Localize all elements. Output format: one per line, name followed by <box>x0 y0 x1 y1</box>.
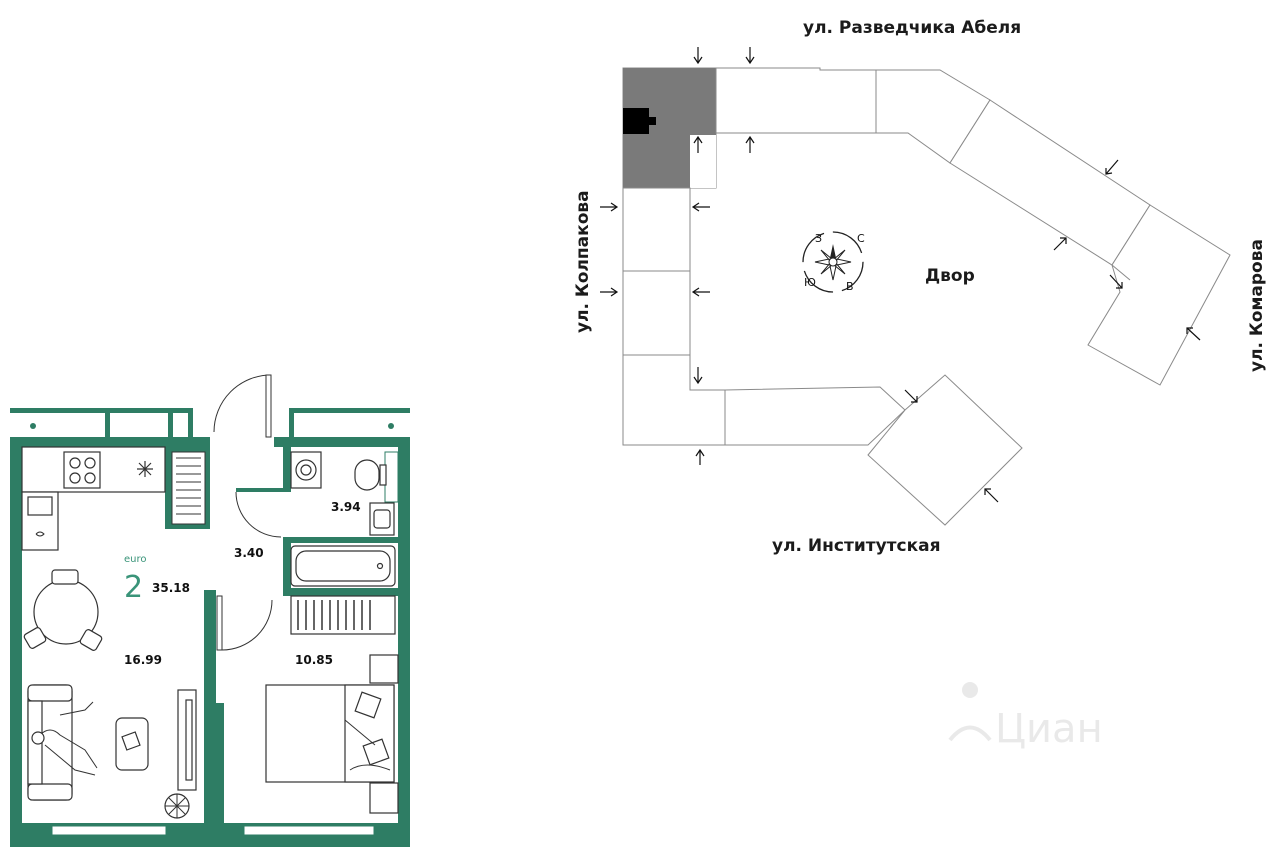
courtyard-label: Двор <box>925 266 975 286</box>
apartment-class-label: euro <box>124 554 147 565</box>
compass-south-label: Ю <box>804 276 816 289</box>
compass-rose-icon <box>802 231 864 293</box>
entrance-arrows <box>600 47 1201 503</box>
snowflake-icon <box>137 461 153 477</box>
current-unit-marker <box>623 108 649 134</box>
compass-north-label: С <box>857 232 865 245</box>
bedroom-area: 10.85 <box>295 653 333 667</box>
watermark-logo: Циан <box>948 682 1103 752</box>
street-east: ул. Комарова <box>1247 239 1267 372</box>
bathroom-area: 3.94 <box>331 500 361 514</box>
kitchen-living-area: 16.99 <box>124 653 162 667</box>
watermark-text: Циан <box>995 706 1103 752</box>
street-south: ул. Институтская <box>772 536 941 556</box>
compass-east-label: В <box>846 280 854 293</box>
apartment-plan <box>10 374 410 847</box>
hallway-area: 3.40 <box>234 546 264 560</box>
plant-icon <box>164 793 190 819</box>
site-plan: С В Ю З ул. Разведчика Абеля ул. Колпако… <box>573 18 1267 556</box>
compass-west-label: З <box>815 232 822 245</box>
room-count: 2 <box>124 570 143 605</box>
total-area: 35.18 <box>152 581 190 595</box>
street-north: ул. Разведчика Абеля <box>803 18 1021 38</box>
street-west: ул. Колпакова <box>573 190 593 333</box>
